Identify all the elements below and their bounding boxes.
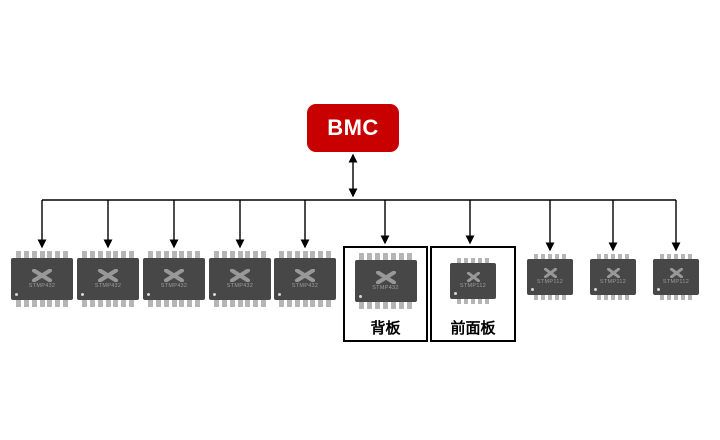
chip-logo-icon bbox=[375, 270, 396, 284]
ic-chip: STMP432 bbox=[354, 253, 417, 309]
group-box-frontpanel: STMP112 前面板 bbox=[430, 246, 516, 342]
chip-pins-bottom bbox=[653, 295, 699, 300]
chip-pins-top bbox=[653, 254, 699, 259]
chip-part-number: STMP432 bbox=[372, 284, 399, 291]
chip-logo-icon bbox=[164, 268, 184, 282]
group-label-backplane: 背板 bbox=[370, 319, 401, 337]
chip-body: STMP432 bbox=[274, 258, 336, 300]
chip-pins-top bbox=[274, 251, 336, 258]
pin1-dot bbox=[81, 293, 84, 296]
pin1-dot bbox=[147, 293, 150, 296]
chip-part-number: STMP432 bbox=[226, 282, 254, 289]
chip-pins-top bbox=[355, 253, 417, 260]
chip-body: STMP112 bbox=[527, 259, 573, 295]
pin1-dot bbox=[594, 288, 597, 291]
chip-pins-top bbox=[11, 251, 73, 258]
chip-pins-bottom bbox=[209, 300, 271, 307]
chip-part-number: STMP112 bbox=[536, 279, 564, 286]
ic-chip: STMP112 bbox=[527, 254, 573, 300]
chip-logo-icon bbox=[98, 268, 118, 282]
ic-chip: STMP432 bbox=[274, 251, 336, 307]
chip-part-number: STMP112 bbox=[662, 279, 690, 286]
chip-part-number: STMP112 bbox=[459, 283, 487, 290]
chip-pins-top bbox=[450, 258, 496, 263]
chip-part-number: STMP432 bbox=[160, 282, 188, 289]
chip-pins-top bbox=[209, 251, 271, 258]
chip-part-number: STMP432 bbox=[94, 282, 122, 289]
chip-pins-bottom bbox=[77, 300, 139, 307]
chip-body: STMP112 bbox=[590, 259, 636, 295]
ic-chip: STMP112 bbox=[450, 258, 496, 304]
chip-part-number: STMP432 bbox=[291, 282, 319, 289]
chip-pins-top bbox=[590, 254, 636, 259]
chip-body: STMP112 bbox=[450, 263, 496, 299]
chip-logo-icon bbox=[295, 268, 315, 282]
chip-pins-bottom bbox=[450, 299, 496, 304]
chip-logo-icon bbox=[466, 272, 480, 283]
pin1-dot bbox=[15, 293, 18, 296]
chip-body: STMP432 bbox=[11, 258, 73, 300]
group-label-frontpanel: 前面板 bbox=[450, 319, 496, 337]
chip-part-number: STMP112 bbox=[599, 279, 627, 286]
ic-chip: STMP112 bbox=[590, 254, 636, 300]
chip-logo-icon bbox=[606, 268, 620, 279]
chip-logo-icon bbox=[543, 268, 557, 279]
chip-body: STMP432 bbox=[143, 258, 205, 300]
chip-pins-bottom bbox=[590, 295, 636, 300]
ic-chip: STMP432 bbox=[77, 251, 139, 307]
pin1-dot bbox=[278, 293, 281, 296]
chip-part-number: STMP432 bbox=[28, 282, 56, 289]
chip-pins-bottom bbox=[11, 300, 73, 307]
bmc-label: BMC bbox=[327, 115, 379, 140]
ic-chip: STMP112 bbox=[653, 254, 699, 300]
group-box-backplane: STMP432 背板 bbox=[343, 246, 428, 342]
chip-pins-top bbox=[77, 251, 139, 258]
chip-logo-icon bbox=[32, 268, 52, 282]
chip-logo-icon bbox=[230, 268, 250, 282]
chip-body: STMP432 bbox=[209, 258, 271, 300]
bmc-node: BMC bbox=[307, 104, 399, 152]
chip-body: STMP432 bbox=[354, 260, 417, 302]
pin1-dot bbox=[358, 295, 362, 298]
chip-pins-bottom bbox=[143, 300, 205, 307]
pin1-dot bbox=[531, 288, 534, 291]
chip-logo-icon bbox=[669, 268, 683, 279]
pin1-dot bbox=[657, 288, 660, 291]
chip-body: STMP432 bbox=[77, 258, 139, 300]
chip-pins-bottom bbox=[274, 300, 336, 307]
chip-pins-bottom bbox=[527, 295, 573, 300]
pin1-dot bbox=[454, 292, 457, 295]
ic-chip: STMP432 bbox=[11, 251, 73, 307]
chip-pins-bottom bbox=[355, 302, 417, 309]
chip-pins-top bbox=[143, 251, 205, 258]
chip-body: STMP112 bbox=[653, 259, 699, 295]
ic-chip: STMP432 bbox=[143, 251, 205, 307]
pin1-dot bbox=[213, 293, 216, 296]
chip-pins-top bbox=[527, 254, 573, 259]
ic-chip: STMP432 bbox=[209, 251, 271, 307]
